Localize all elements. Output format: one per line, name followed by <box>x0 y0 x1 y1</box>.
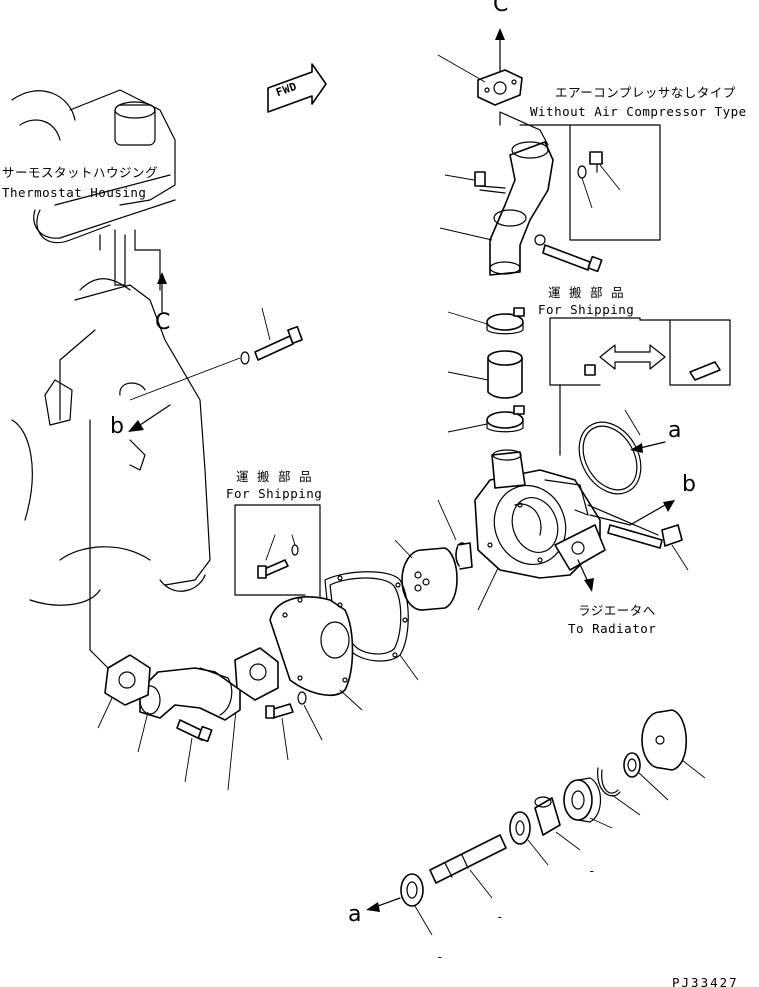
shipping-label-en-right: For Shipping <box>538 302 635 317</box>
leader-block <box>89 419 109 669</box>
no-aircomp-label-jp: エアーコンプレッサなしタイプ <box>555 85 736 100</box>
bolt-top-middle <box>240 325 303 365</box>
radiator-label-jp: ラジエータへ <box>578 603 656 618</box>
bolt-elbow-right <box>542 244 603 273</box>
ref-a-right: a <box>668 418 682 443</box>
arrow-a-bottom <box>366 897 401 912</box>
thermostat-housing-drawing <box>33 174 176 239</box>
ref-b-left: b <box>110 414 124 439</box>
cover-plate <box>269 596 354 696</box>
arrow-b-left <box>128 404 171 432</box>
gasket-top <box>477 69 523 106</box>
shipping-box-left <box>234 504 321 601</box>
dash-mark-1: - <box>588 863 597 878</box>
arrow-to-radiator <box>577 559 594 592</box>
shipping-label-jp-left: 運 搬 部 品 <box>236 469 313 484</box>
dash-mark-2: - <box>496 909 505 924</box>
elbow-pipe <box>489 111 554 276</box>
seal-ring <box>455 542 473 570</box>
gasket-left <box>104 654 151 706</box>
pulley <box>641 709 688 771</box>
shaft <box>429 834 507 884</box>
ref-a-bottom: a <box>348 902 362 927</box>
no-aircomp-box <box>519 124 661 241</box>
dash-mark-3: - <box>436 949 445 964</box>
radiator-label-en: To Radiator <box>568 621 657 636</box>
fwd-arrow <box>267 63 327 113</box>
bolt-elbow-left <box>474 171 506 194</box>
shipping-box-right <box>549 317 731 456</box>
ref-c-top: C <box>493 0 509 17</box>
water-pump-body <box>474 449 606 579</box>
bearing-small <box>623 752 641 778</box>
leader-b-left <box>129 357 241 401</box>
bearing-mid <box>509 811 531 845</box>
shipping-label-en-left: For Shipping <box>226 486 323 501</box>
bolt-pump-right <box>607 524 683 549</box>
arrow-a-right <box>630 441 666 453</box>
bearing-front <box>400 873 424 907</box>
gasket-large <box>324 571 409 662</box>
impeller <box>401 547 458 611</box>
thermostat-label-jp: サーモスタットハウジング <box>2 165 159 180</box>
spacer <box>534 796 561 836</box>
o-ring <box>578 421 642 495</box>
shipping-label-jp-right: 運 搬 部 品 <box>548 285 625 300</box>
clamp-1 <box>486 307 525 335</box>
gasket-flange <box>234 647 279 701</box>
bearing-large <box>563 777 602 823</box>
drawing-number: PJ33427 <box>672 975 739 987</box>
hose <box>487 350 523 399</box>
no-aircomp-label-en: Without Air Compressor Type <box>530 104 747 119</box>
thermostat-label-en: Thermostat Housing <box>2 185 147 200</box>
arrow-b-right <box>587 500 675 536</box>
inlet-elbow <box>139 667 241 721</box>
ref-b-right: b <box>682 472 696 497</box>
engine-block <box>11 89 211 606</box>
bolt-elbow-bottom <box>176 719 213 743</box>
arrow-c-left <box>157 272 167 313</box>
snap-ring <box>597 767 621 797</box>
bolt-cover <box>265 691 307 719</box>
ref-c-mid: C <box>155 310 171 335</box>
clamp-2 <box>486 405 525 433</box>
